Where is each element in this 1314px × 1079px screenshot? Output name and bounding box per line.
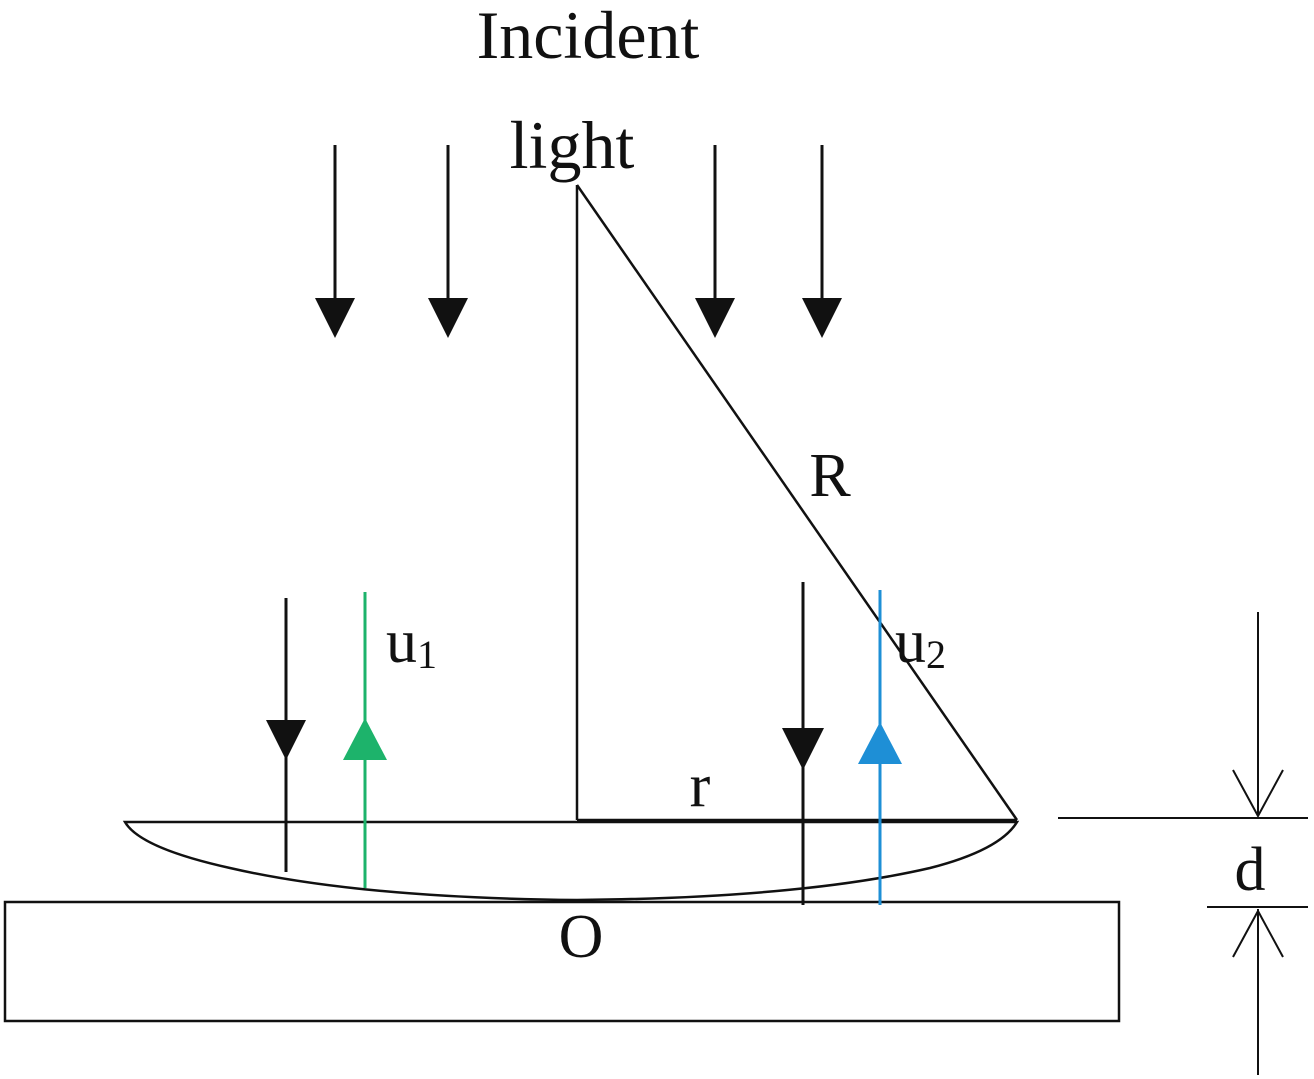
glass-plate <box>3 900 1121 1023</box>
arrow-up-icon <box>858 590 902 905</box>
u2-label: u2 <box>895 608 946 677</box>
u2-subscript: 2 <box>926 632 946 677</box>
arrow-down-icon <box>266 598 306 872</box>
ray-pair-u1 <box>266 592 387 888</box>
u1-label: u1 <box>386 608 437 677</box>
u2-base: u <box>895 608 926 676</box>
radius-line <box>575 184 1019 821</box>
radius-triangle <box>575 184 1019 822</box>
arrow-down-icon <box>1232 612 1284 819</box>
arrow-up-icon <box>343 592 387 888</box>
ray-pair-u2 <box>782 582 902 905</box>
incident-light-label-line1: Incident <box>477 0 700 73</box>
thickness-dimension <box>1058 612 1308 1075</box>
thickness-label: d <box>1235 836 1266 904</box>
small-radius-label: r <box>690 752 711 820</box>
lens-shape <box>122 820 1020 902</box>
arrow-down-icon <box>428 145 468 338</box>
arrow-down-icon <box>695 145 735 338</box>
incident-arrows <box>315 145 842 338</box>
u1-base: u <box>386 608 417 676</box>
radius-label: R <box>809 442 851 510</box>
arrow-up-icon <box>1232 908 1284 1075</box>
arrow-down-icon <box>315 145 355 338</box>
origin-label: O <box>559 903 604 971</box>
arrow-down-icon <box>782 582 824 905</box>
incident-light-label-line2: light <box>510 107 635 183</box>
arrow-down-icon <box>802 145 842 338</box>
u1-subscript: 1 <box>417 632 437 677</box>
